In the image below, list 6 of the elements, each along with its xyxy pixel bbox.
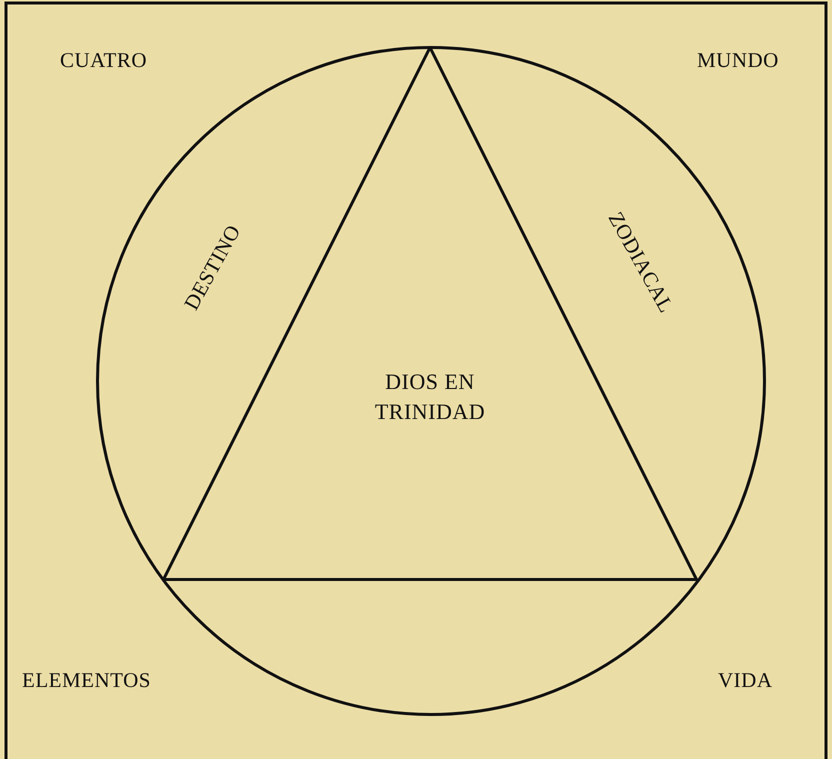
center-label: DIOS EN TRINIDAD xyxy=(374,368,486,426)
corner-label: VIDA xyxy=(718,670,772,691)
corner-label: CUATRO xyxy=(60,50,148,71)
corner-label: MUNDO xyxy=(697,50,779,71)
corner-label: ELEMENTOS xyxy=(22,670,151,691)
triangle-shape xyxy=(162,46,698,581)
